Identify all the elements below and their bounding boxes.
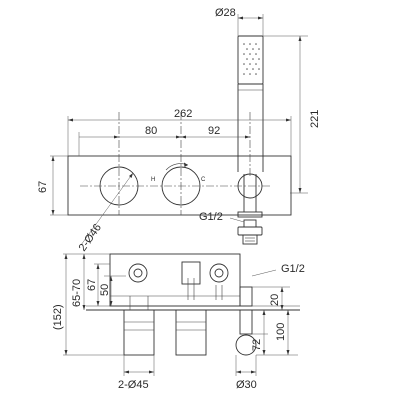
label-outlet-length-100: 100 [275, 323, 287, 341]
label-hose-outlet-diameter: Ø30 [236, 379, 257, 391]
center-lines [80, 112, 270, 215]
dim-hand-shower-diameter: Ø28 [215, 7, 264, 36]
label-body-depth-range: 65-70 [71, 279, 83, 307]
label-handle-diameters: 2-Ø46 [77, 222, 104, 254]
cold-marking: C [201, 177, 206, 183]
dim-spacing: 80 92 [78, 125, 250, 156]
label-hand-shower-diameter: Ø28 [215, 7, 236, 19]
label-outlet-thread-top: G1/2 [199, 211, 223, 223]
hose-outlet-front [237, 173, 263, 218]
right-handle: H C [151, 162, 206, 206]
label-overall-width: 262 [174, 108, 192, 120]
dim-section-right: G1/2 20 100 72 [251, 263, 305, 356]
label-hand-shower-height: 221 [309, 110, 321, 128]
label-outlet-offset-20: 20 [269, 294, 281, 306]
label-trim-diameters: 2-Ø45 [118, 379, 149, 391]
hand-shower [237, 35, 264, 172]
hose-outlet-side [235, 309, 257, 356]
label-total-depth: (152) [52, 304, 64, 330]
label-left-spacing: 80 [145, 125, 157, 137]
section-view [86, 253, 300, 311]
hot-marking: H [151, 177, 155, 183]
dim-trim-diameters: 2-Ø45 [118, 355, 155, 391]
dim-handle-diameters: 2-Ø46 [77, 172, 134, 254]
dim-plate-height: 67 [37, 155, 68, 216]
label-outlet-thread-side: G1/2 [281, 263, 305, 275]
label-outlet-length-72: 72 [251, 339, 263, 351]
hose-connector: G1/2 [199, 211, 263, 245]
dim-section-left: (152) 65-70 67 50 [52, 253, 126, 356]
dim-hand-shower-height: 221 [263, 35, 321, 194]
center-trim [175, 309, 207, 356]
spray-nozzles [243, 43, 260, 75]
label-plate-height: 67 [37, 181, 49, 193]
label-right-spacing: 92 [208, 125, 220, 137]
label-body-height-67: 67 [86, 279, 98, 291]
front-plate [67, 155, 292, 216]
dim-hose-outlet-diameter: Ø30 [235, 355, 257, 391]
dim-overall-width: 262 [67, 108, 292, 156]
left-trim [123, 296, 155, 356]
label-body-height-50: 50 [99, 284, 111, 296]
